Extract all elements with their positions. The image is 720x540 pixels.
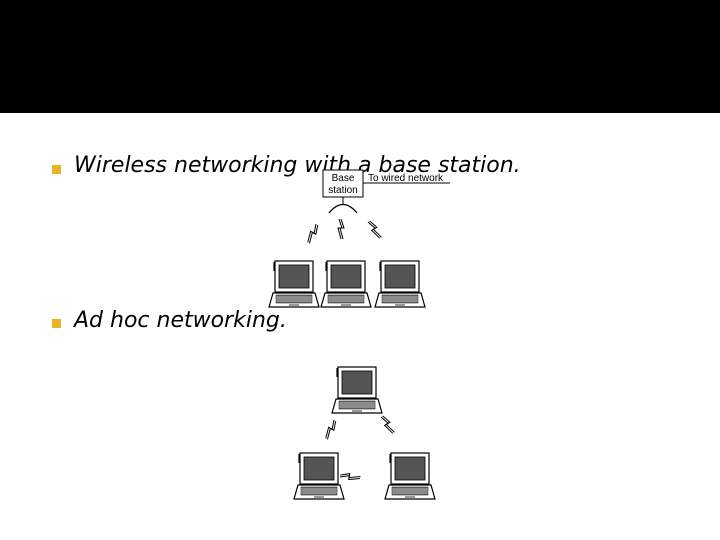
laptop-icon [331,366,383,414]
lightning-bolt-icon [337,218,345,240]
bullet-ad-hoc: Ad hoc networking. [74,308,287,333]
base-station-label: station [328,185,357,196]
bullet-marker [52,319,61,328]
lightning-bolt-icon [304,223,321,245]
bullet-base-station: Wireless networking with a base station. [74,153,521,178]
laptop-icon [268,260,320,308]
laptop-icon [320,260,372,308]
ad-hoc-diagram [293,366,436,500]
laptop-icon [293,452,345,500]
title-bar [0,0,720,113]
laptop-icon [384,452,436,500]
wired-network-label: To wired network [368,173,444,184]
antenna-icon [328,197,358,214]
lightning-bolt-icon [379,414,396,436]
base-station-diagram: Base station To wired network [268,169,450,308]
lightning-bolt-icon [339,471,362,482]
lightning-bolt-icon [322,419,339,441]
lightning-bolt-icon [366,219,383,241]
base-station-label: Base [332,173,355,184]
laptop-icon [374,260,426,308]
bullet-marker [52,165,61,174]
